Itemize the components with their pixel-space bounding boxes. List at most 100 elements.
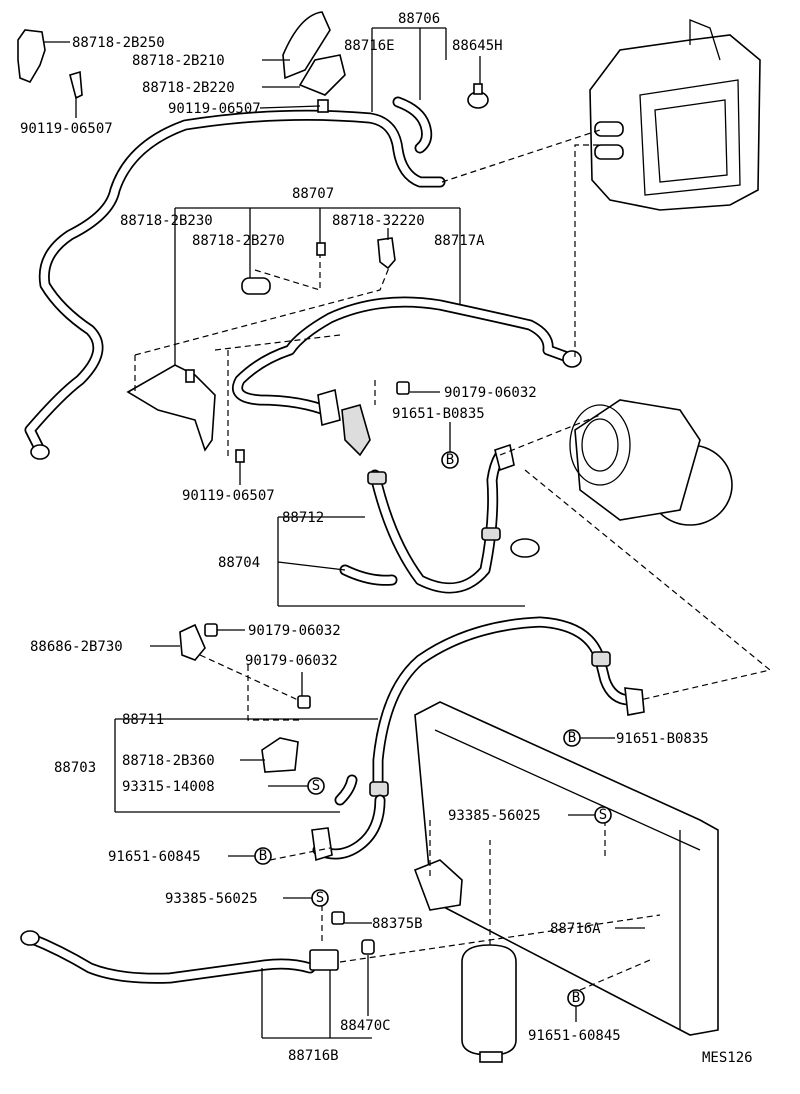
- label-88718-2b210: 88718-2B210: [132, 53, 225, 69]
- dashed-connection: [574, 144, 600, 357]
- label-93315-14008: 93315-14008: [122, 779, 215, 795]
- marker-s: S: [311, 889, 329, 907]
- dashed-connection: [214, 334, 341, 351]
- label-88718-2b250: 88718-2B250: [72, 35, 165, 51]
- bolt-icon: [69, 70, 83, 100]
- dashed-connection: [269, 847, 331, 861]
- label-90179-06032: 90179-06032: [245, 653, 338, 669]
- condenser-unit: [413, 701, 719, 1036]
- bracket-88718-2b230[interactable]: [126, 364, 216, 452]
- label-88718-32220: 88718-32220: [332, 213, 425, 229]
- hose-88711[interactable]: [372, 616, 636, 796]
- dashed-connection: [524, 469, 772, 701]
- dashed-connection: [579, 959, 651, 991]
- hose-88712[interactable]: [369, 449, 506, 594]
- marker-s: S: [594, 806, 612, 824]
- pipe-end-fitting: [30, 444, 50, 460]
- pipe-88716e[interactable]: [24, 109, 446, 456]
- label-91651-60845: 91651-60845: [528, 1028, 621, 1044]
- label-90179-06032: 90179-06032: [248, 623, 341, 639]
- bracket-88718-2b210[interactable]: [282, 11, 331, 80]
- leader-lines: [44, 27, 645, 1039]
- diagram-code: MES126: [702, 1050, 753, 1066]
- plug-88375b[interactable]: [331, 911, 345, 925]
- nut-90179-06032[interactable]: [396, 381, 410, 395]
- switch-88470c[interactable]: [361, 939, 375, 955]
- label-88716a: 88716A: [550, 921, 601, 937]
- marker-b: B: [567, 989, 585, 1007]
- dashed-connection: [134, 264, 391, 356]
- dashed-connection: [339, 914, 661, 963]
- marker-b: B: [441, 451, 459, 469]
- bolt-icon: [185, 369, 195, 383]
- pipe-joint-flange: [317, 388, 341, 427]
- label-88717a: 88717A: [434, 233, 485, 249]
- label-88718-2b270: 88718-2B270: [192, 233, 285, 249]
- svg-text:B: B: [572, 990, 580, 1006]
- switch-stem: [473, 83, 483, 95]
- label-88712: 88712: [282, 510, 324, 526]
- svg-text:B: B: [259, 848, 267, 864]
- label-91651-b0835: 91651-B0835: [616, 731, 709, 747]
- svg-text:S: S: [316, 890, 324, 906]
- hose-fitting: [624, 687, 645, 716]
- receiver-dryer: [461, 944, 517, 1063]
- label-88686-2b730: 88686-2B730: [30, 639, 123, 655]
- hose-collar: [367, 471, 387, 485]
- hose-fitting: [494, 443, 515, 472]
- label-88703: 88703: [54, 760, 96, 776]
- bolt-icon: [316, 242, 326, 256]
- pipe-88716b[interactable]: [24, 932, 316, 984]
- hose-collar: [481, 527, 501, 541]
- svg-text:S: S: [599, 807, 607, 823]
- label-93385-56025: 93385-56025: [165, 891, 258, 907]
- clamp-88718-2b360[interactable]: [261, 737, 299, 773]
- label-88375b: 88375B: [372, 916, 423, 932]
- label-88718-2b360: 88718-2B360: [122, 753, 215, 769]
- hose-fitting: [341, 404, 371, 457]
- clamp-88718-2b270[interactable]: [241, 277, 271, 295]
- bolt-icon: [235, 449, 245, 463]
- clamp-88686-2b730[interactable]: [179, 623, 206, 661]
- label-88706: 88706: [398, 11, 440, 27]
- dashed-connection: [499, 414, 601, 456]
- pipe-end-fitting: [20, 930, 40, 946]
- nut-90179-06032[interactable]: [297, 695, 311, 709]
- hose-cap: [510, 538, 540, 558]
- label-90119-06507: 90119-06507: [182, 488, 275, 504]
- label-88645h: 88645H: [452, 38, 503, 54]
- svg-text:S: S: [312, 778, 320, 794]
- pipe-88717a[interactable]: [232, 296, 576, 418]
- label-88704: 88704: [218, 555, 260, 571]
- marker-s: S: [307, 777, 325, 795]
- clip-88718-32220[interactable]: [377, 237, 396, 270]
- svg-text:B: B: [568, 730, 576, 746]
- label-91651-60845: 91651-60845: [108, 849, 201, 865]
- hose-collar: [591, 651, 611, 667]
- label-88711: 88711: [122, 712, 164, 728]
- label-90179-06032: 90179-06032: [444, 385, 537, 401]
- svg-text:B: B: [446, 452, 454, 468]
- dashed-connection: [199, 654, 299, 701]
- label-93385-56025: 93385-56025: [448, 808, 541, 824]
- hose-collar: [369, 781, 389, 797]
- label-90119-06507: 90119-06507: [20, 121, 113, 137]
- compressor-unit: [569, 399, 733, 526]
- pipe-end-fitting: [562, 350, 582, 368]
- bracket-88718-2b220[interactable]: [298, 54, 346, 96]
- pipe-fitting: [311, 827, 333, 862]
- nut-90179-06032[interactable]: [204, 623, 218, 637]
- label-91651-b0835: 91651-B0835: [392, 406, 485, 422]
- label-88718-2b220: 88718-2B220: [142, 80, 235, 96]
- hose-88704[interactable]: [339, 564, 398, 586]
- marker-b: B: [254, 847, 272, 865]
- pipe-block-fitting: [309, 949, 339, 971]
- hose-88706[interactable]: [392, 96, 433, 154]
- clamp-88718-2b250[interactable]: [17, 29, 46, 83]
- dashed-connection: [441, 129, 601, 183]
- marker-b: B: [563, 729, 581, 747]
- label-90119-06507: 90119-06507: [168, 101, 261, 117]
- evaporator-unit: [589, 19, 761, 211]
